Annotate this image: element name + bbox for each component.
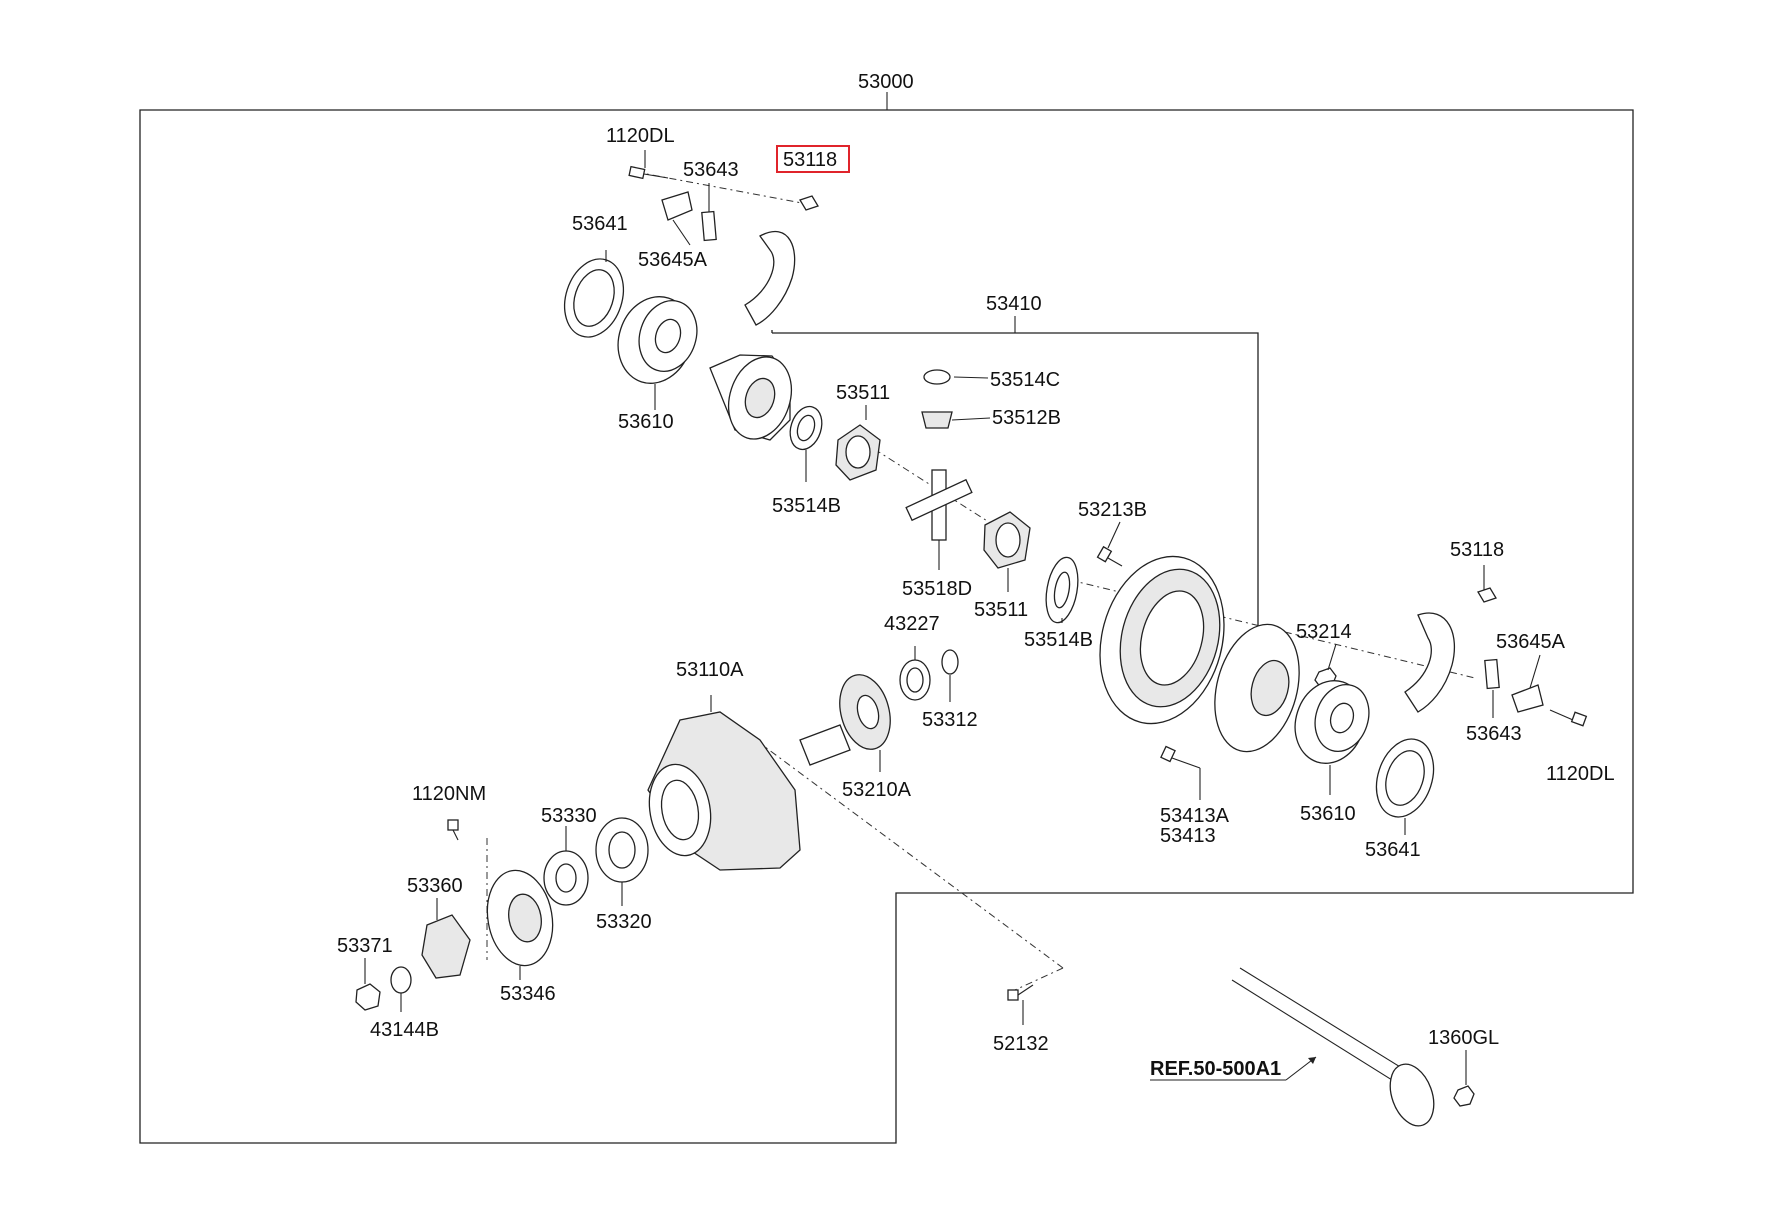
label-bearing-small[interactable]: 43227 <box>884 613 940 635</box>
lock-plate-top-part[interactable] <box>701 210 717 242</box>
axle-nut-part[interactable] <box>1453 1085 1475 1107</box>
bolt-right-part[interactable] <box>1549 709 1588 727</box>
label-cap-right[interactable]: 53645A <box>1496 631 1566 653</box>
bolt-top-part[interactable] <box>628 165 669 180</box>
label-side-gear-bottom[interactable]: 53511 <box>974 599 1028 621</box>
label-lock-pin-top[interactable]: 53118 <box>783 149 837 171</box>
label-cap-top[interactable]: 53645A <box>638 249 708 271</box>
bearing-cap-right-part[interactable] <box>1404 612 1456 713</box>
label-bearing-top[interactable]: 53610 <box>618 411 674 433</box>
side-gear-top-part[interactable] <box>835 424 881 481</box>
oil-seal-part[interactable] <box>480 865 560 971</box>
ring-bolt-part[interactable] <box>1096 545 1123 567</box>
bearing-small-part[interactable] <box>899 659 931 701</box>
label-bearing-race-top[interactable]: 53641 <box>572 213 628 235</box>
carrier-bolt-part[interactable] <box>1007 984 1034 1001</box>
label-lock-plate-top[interactable]: 53643 <box>683 159 739 181</box>
diff-case-half-part[interactable] <box>709 349 802 447</box>
label-companion-flange[interactable]: 53360 <box>407 875 463 897</box>
label-case-bolt-a[interactable]: 53413A <box>1160 805 1230 827</box>
label-snap-ring[interactable]: 53312 <box>922 709 978 731</box>
label-case-bolt-b[interactable]: 53413 <box>1160 825 1216 847</box>
label-diff-case[interactable]: 53410 <box>986 293 1042 315</box>
label-thrust-washer-right[interactable]: 53514B <box>1024 629 1093 651</box>
cap-right-part[interactable] <box>1511 684 1544 713</box>
carrier-part[interactable] <box>642 711 801 871</box>
case-bolt-part[interactable] <box>1160 745 1201 769</box>
bearing-race-right-part[interactable] <box>1367 732 1443 825</box>
drive-pinion-part[interactable] <box>799 669 898 766</box>
label-bearing-rear[interactable]: 53320 <box>596 911 652 933</box>
companion-flange-part[interactable] <box>421 914 471 979</box>
side-gear-bottom-part[interactable] <box>983 511 1031 569</box>
bearing-race-top-part[interactable] <box>555 251 633 344</box>
label-bolt-top[interactable]: 1120DL <box>606 125 675 147</box>
label-ring-bolt[interactable]: 53213B <box>1078 499 1147 521</box>
label-nut-right[interactable]: 53214 <box>1296 621 1352 643</box>
o-ring-part[interactable] <box>390 966 412 994</box>
thrust-washer-right-part[interactable] <box>1041 555 1082 625</box>
label-assembly[interactable]: 53000 <box>858 71 914 93</box>
label-lock-plate-right[interactable]: 53643 <box>1466 723 1522 745</box>
label-side-gear-top[interactable]: 53511 <box>836 382 890 404</box>
label-bolt-left[interactable]: 1120NM <box>412 783 486 805</box>
cap-top-part[interactable] <box>661 191 693 221</box>
pinion-nut-part[interactable] <box>355 983 381 1011</box>
label-carrier-bolt[interactable]: 52132 <box>993 1033 1049 1055</box>
lock-plate-right-part[interactable] <box>1484 658 1500 690</box>
bearing-rear-part[interactable] <box>595 817 649 883</box>
label-lock-pin-right[interactable]: 53118 <box>1450 539 1504 561</box>
washer-top-part[interactable] <box>923 369 951 385</box>
bearing-cap-top-part[interactable] <box>744 230 796 326</box>
label-bearing-race-right[interactable]: 53641 <box>1365 839 1421 861</box>
reference-arrow <box>1285 1056 1317 1081</box>
snap-ring-part[interactable] <box>941 649 959 675</box>
align-line-top <box>635 171 819 207</box>
ring-gear-part[interactable] <box>1082 542 1242 737</box>
assembly-frame <box>139 109 1634 1144</box>
diff-case-right-part[interactable] <box>1202 615 1313 761</box>
label-o-ring[interactable]: 43144B <box>370 1019 439 1041</box>
label-bolt-right[interactable]: 1120DL <box>1546 763 1615 785</box>
label-bearing-front[interactable]: 53330 <box>541 805 597 827</box>
pinion-gear-part[interactable] <box>921 411 953 429</box>
label-bearing-right[interactable]: 53610 <box>1300 803 1356 825</box>
highlight-box <box>776 145 850 173</box>
label-cross-shaft[interactable]: 53518D <box>902 578 972 600</box>
label-axle-nut[interactable]: 1360GL <box>1428 1027 1499 1049</box>
diff-case-frame <box>771 330 1259 640</box>
label-drive-pinion[interactable]: 53210A <box>842 779 912 801</box>
leader-lines <box>364 150 1541 1085</box>
axle-shaft-part[interactable] <box>1231 967 1442 1132</box>
bearing-front-part[interactable] <box>543 850 589 906</box>
label-washer-top[interactable]: 53514C <box>990 369 1060 391</box>
label-thrust-washer-left[interactable]: 53514B <box>772 495 841 517</box>
align-line-carrier <box>756 740 1064 969</box>
label-reference[interactable]: REF.50-500A1 <box>1150 1058 1281 1080</box>
label-carrier[interactable]: 53110A <box>676 659 744 681</box>
bearing-top-part[interactable] <box>607 287 706 393</box>
label-pinion-gear[interactable]: 53512B <box>992 407 1061 429</box>
lock-pin-top-part[interactable] <box>799 195 819 211</box>
lock-pin-right-part[interactable] <box>1477 587 1497 603</box>
bearing-right-part[interactable] <box>1285 672 1378 773</box>
label-oil-seal[interactable]: 53346 <box>500 983 556 1005</box>
align-line-carrier-2 <box>1014 967 1064 991</box>
label-pinion-nut[interactable]: 53371 <box>337 935 393 957</box>
thrust-washer-left-part[interactable] <box>785 402 827 453</box>
bolt-left-part[interactable] <box>447 819 459 841</box>
